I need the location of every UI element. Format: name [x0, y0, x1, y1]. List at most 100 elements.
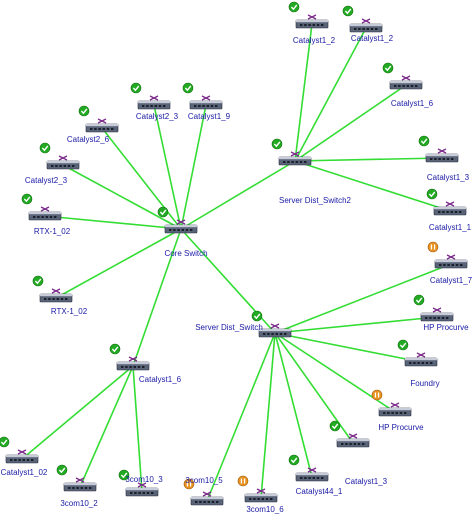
device-node-cat12b[interactable]: Catalyst1_2	[342, 5, 394, 43]
switch-emblem-icon	[446, 254, 456, 260]
switch-emblem-icon	[128, 356, 138, 362]
link-core-rtx102b	[55, 228, 182, 299]
device-node-core[interactable]: Core Switch	[157, 206, 208, 258]
status-ok-icon	[397, 339, 409, 351]
device-node-c3com105[interactable]: 3com10_5	[183, 476, 224, 506]
device-node-cat12a[interactable]: Catalyst1_2	[288, 1, 336, 45]
switch-emblem-icon	[51, 288, 61, 294]
device-node-cat11[interactable]: Catalyst1_1	[426, 188, 472, 232]
switch-icon	[389, 80, 423, 90]
link-core-cat23b	[62, 164, 182, 230]
device-node-dist2[interactable]: Server Dist_Switch2	[271, 138, 352, 205]
status-warning-icon	[371, 389, 383, 401]
switch-emblem-icon	[432, 307, 442, 313]
link-dist-foundry	[274, 332, 422, 363]
device-node-cat23b[interactable]: Catalyst2_3	[25, 142, 80, 185]
link-cat16l-c3com102	[79, 365, 134, 488]
switch-emblem-icon	[390, 402, 400, 408]
switch-icon	[190, 496, 224, 506]
switch-icon	[125, 487, 159, 497]
status-warning-icon	[427, 241, 439, 253]
link-dist2-cat12b	[294, 27, 367, 162]
device-label: Catalyst1_1	[429, 223, 472, 232]
switch-icon	[85, 123, 119, 133]
switch-icon	[433, 206, 467, 216]
status-ok-icon	[288, 454, 300, 466]
status-ok-icon	[109, 343, 121, 355]
link-dist-cat441	[274, 332, 313, 478]
device-node-c3com102[interactable]: 3com10_2	[56, 464, 98, 508]
device-label: 3com10_2	[60, 499, 98, 508]
status-ok-icon	[288, 1, 300, 13]
switch-icon	[295, 19, 329, 29]
switch-icon	[349, 23, 383, 33]
switch-emblem-icon	[307, 467, 317, 473]
device-node-cat26[interactable]: Catalyst2_6	[67, 105, 119, 144]
switch-icon	[258, 328, 292, 338]
device-label: Catalyst2_3	[25, 176, 68, 185]
device-node-c3com103[interactable]: 3com10_3	[118, 469, 163, 497]
device-label: 3com10_5	[185, 476, 223, 485]
status-ok-icon	[418, 135, 430, 147]
switch-icon	[46, 160, 80, 170]
switch-icon	[425, 153, 459, 163]
device-label: Catalyst1_3	[345, 477, 388, 486]
device-node-cat16l[interactable]: Catalyst1_6	[109, 343, 182, 384]
device-node-cat23[interactable]: Catalyst2_3	[130, 82, 179, 121]
switch-emblem-icon	[202, 491, 212, 497]
switch-emblem-icon	[437, 148, 447, 154]
device-label: Catalyst1_6	[391, 99, 434, 108]
status-ok-icon	[329, 420, 341, 432]
switch-emblem-icon	[17, 449, 27, 455]
device-node-cat16r[interactable]: Catalyst1_6	[382, 62, 434, 108]
device-node-c3com106[interactable]: 3com10_6	[237, 475, 284, 514]
link-core-cat23	[153, 104, 182, 230]
link-dist2-cat13r	[294, 157, 443, 162]
link-dist2-cat16r	[294, 84, 407, 162]
status-ok-icon	[157, 206, 169, 218]
device-node-rtx102a[interactable]: RTX-1_02	[21, 193, 71, 236]
switch-icon	[378, 407, 412, 417]
switch-icon	[189, 100, 223, 110]
device-node-cat17[interactable]: Catalyst1_7	[427, 241, 473, 285]
device-node-rtx102b[interactable]: RTX-1_02	[32, 275, 88, 316]
switch-icon	[164, 224, 198, 234]
device-node-dist[interactable]: Server Dist_Switch	[195, 310, 292, 338]
switch-emblem-icon	[176, 219, 186, 225]
switch-icon	[420, 312, 454, 322]
device-label: RTX-1_02	[34, 227, 71, 236]
link-core-dist2	[180, 160, 296, 230]
switch-emblem-icon	[361, 18, 371, 24]
device-node-cat13b[interactable]: Catalyst1_3	[329, 420, 388, 486]
status-ok-icon	[426, 188, 438, 200]
device-label: Catalyst1_2	[351, 34, 394, 43]
status-ok-icon	[342, 5, 354, 17]
status-ok-icon	[130, 82, 142, 94]
status-warning-icon	[183, 478, 195, 490]
device-label: Catalyst44_1	[296, 487, 343, 496]
status-warning-icon	[237, 475, 249, 487]
switch-emblem-icon	[97, 118, 107, 124]
device-node-foundry[interactable]: Foundry	[397, 339, 440, 388]
device-node-hp1[interactable]: HP Procurve	[413, 294, 469, 332]
device-label: Catalyst1_9	[188, 112, 231, 121]
status-ok-icon	[271, 138, 283, 150]
switch-emblem-icon	[445, 201, 455, 207]
switch-icon	[39, 293, 73, 303]
switch-icon	[244, 493, 278, 503]
device-label: Catalyst1_3	[427, 173, 470, 182]
switch-emblem-icon	[401, 75, 411, 81]
device-node-cat441[interactable]: Catalyst44_1	[288, 454, 343, 496]
link-dist-c3com105	[206, 332, 276, 502]
link-core-cat19	[180, 104, 207, 230]
device-node-cat19[interactable]: Catalyst1_9	[182, 82, 231, 121]
device-node-hp2[interactable]: HP Procurve	[371, 389, 424, 432]
device-node-cat102[interactable]: Catalyst1_02	[0, 436, 48, 477]
switch-icon	[336, 438, 370, 448]
device-node-cat13r[interactable]: Catalyst1_3	[418, 135, 470, 182]
switch-icon	[116, 361, 150, 371]
device-label: HP Procurve	[423, 323, 469, 332]
switch-icon	[278, 156, 312, 166]
device-label: Server Dist_Switch2	[279, 196, 352, 205]
